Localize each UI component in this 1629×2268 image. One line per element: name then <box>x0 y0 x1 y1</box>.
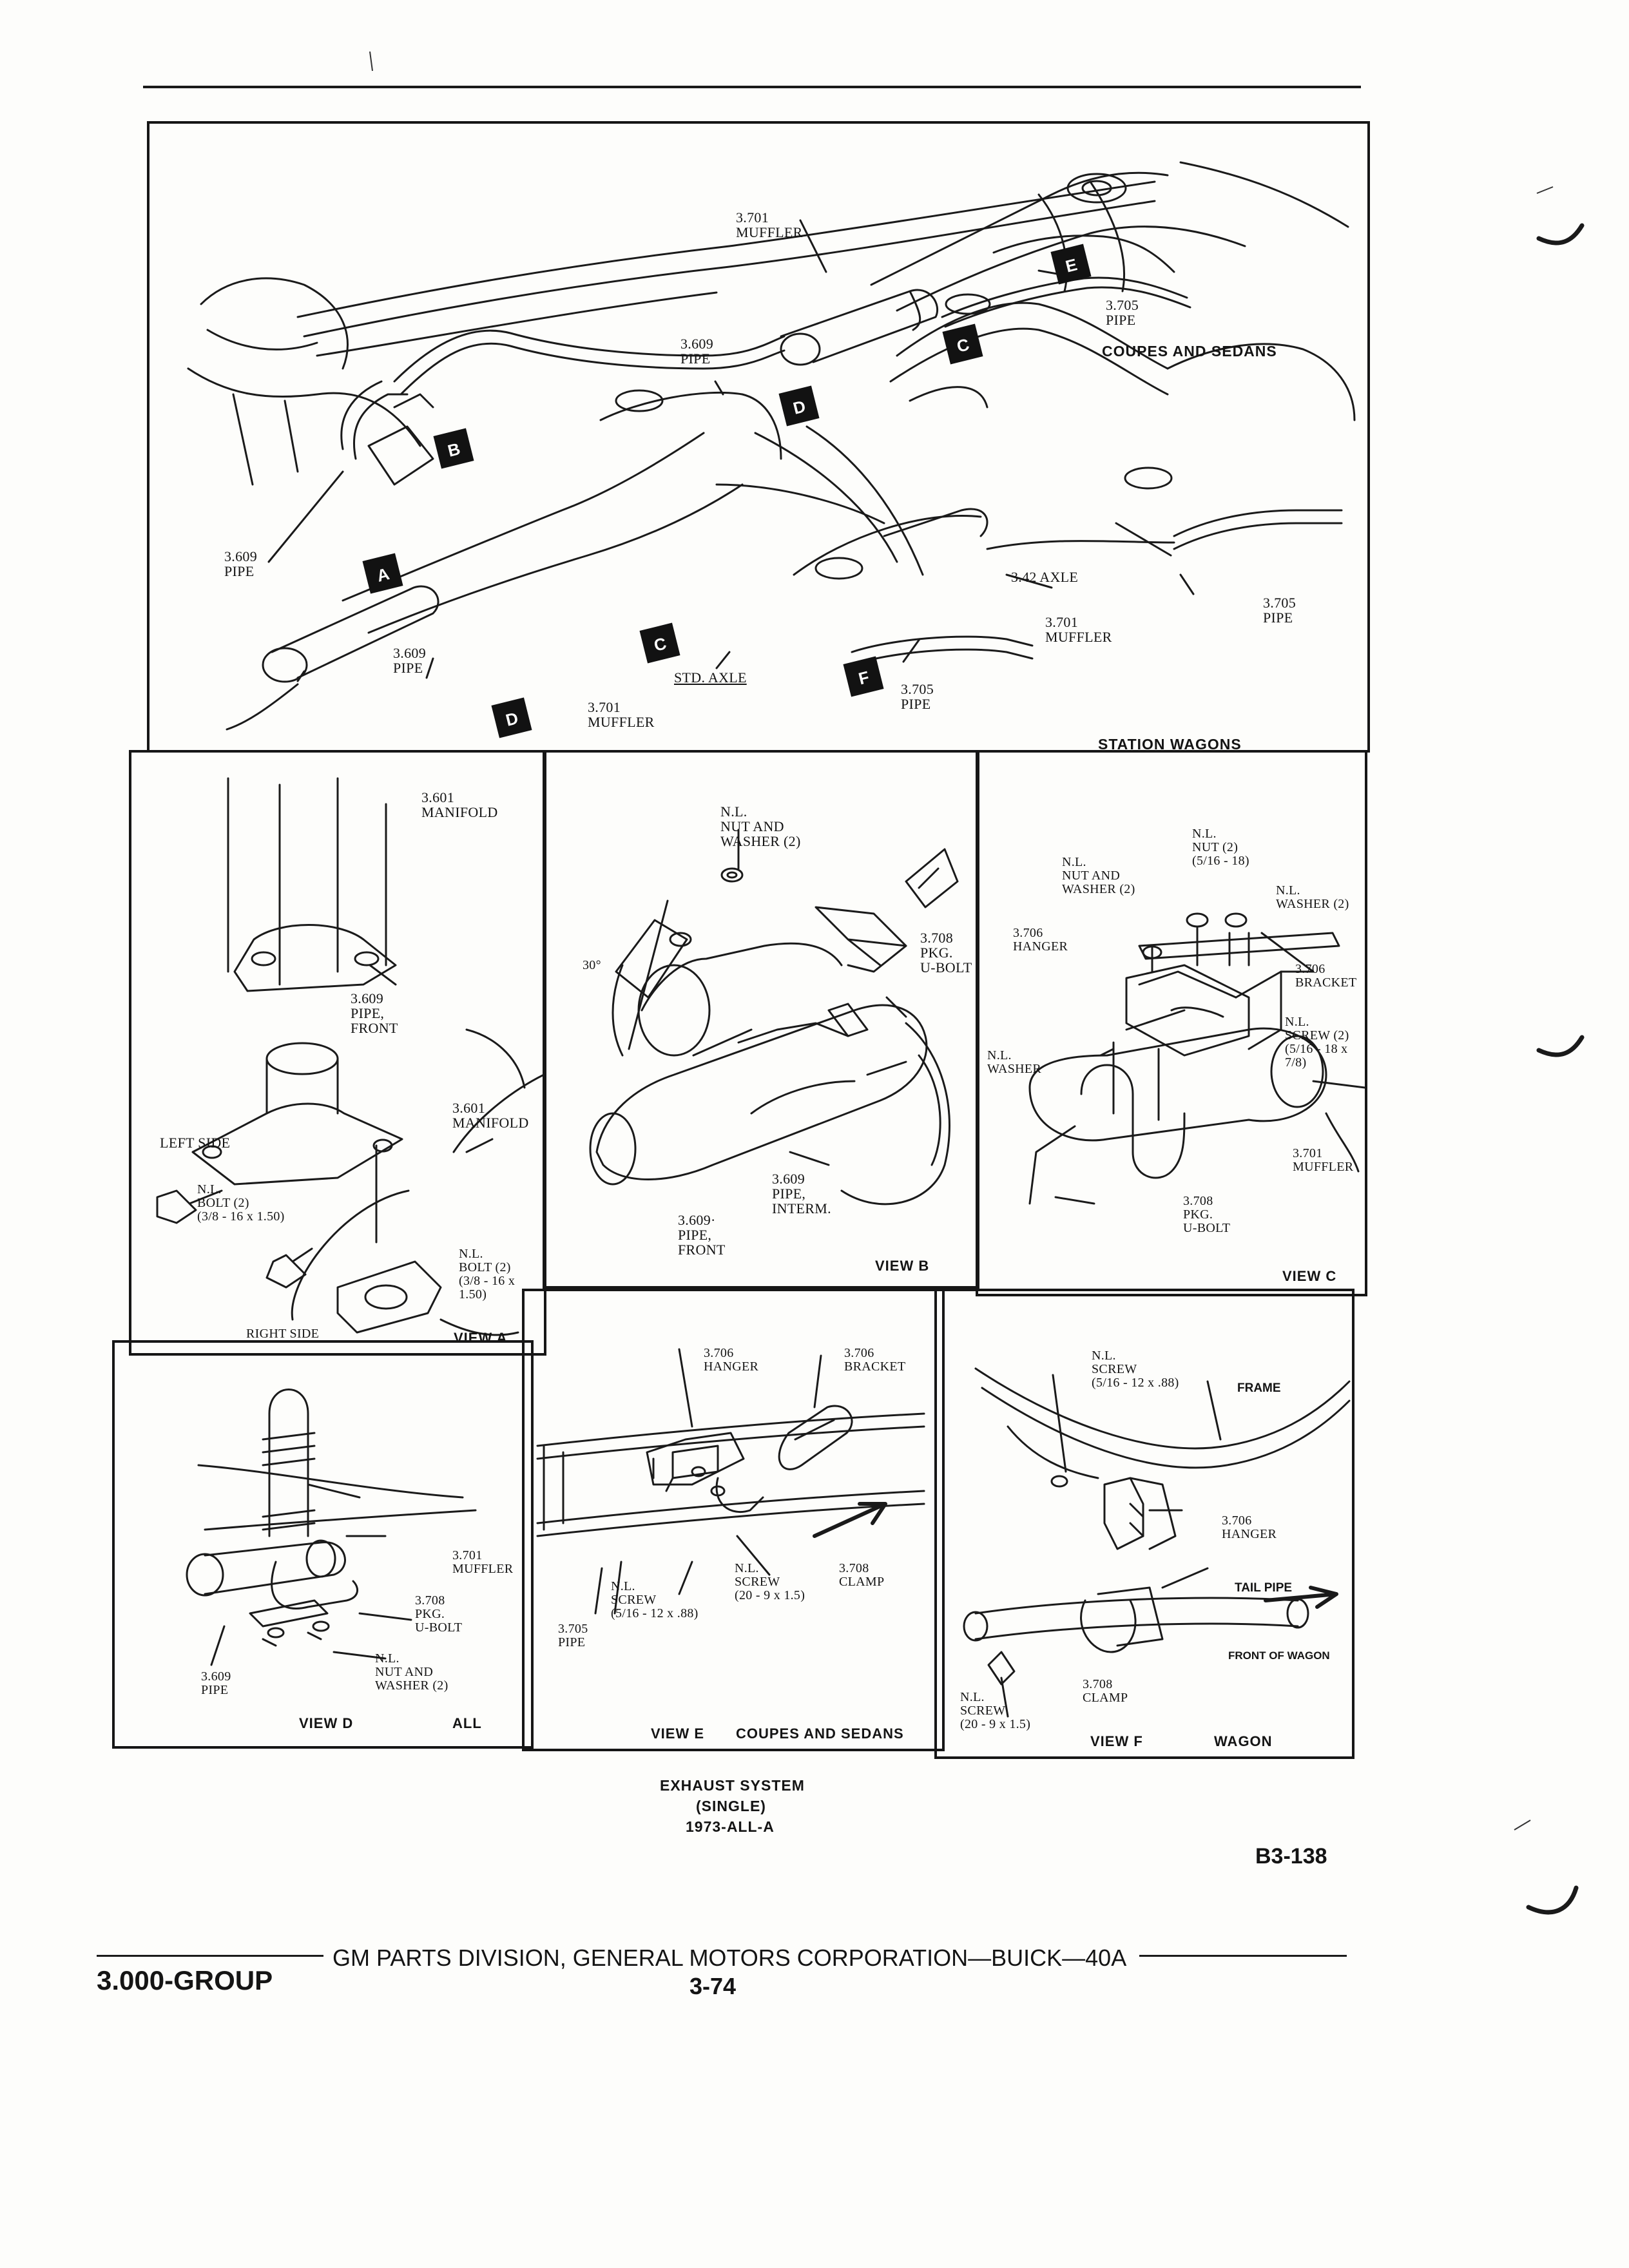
view-f-label-screw-top: N.L. SCREW (5/16 - 12 x .88) <box>1092 1349 1179 1390</box>
view-b-label-nut-washer: N.L. NUT AND WASHER (2) <box>720 803 801 849</box>
view-f-panel: N.L. SCREW (5/16 - 12 x .88) FRAME 3.706… <box>934 1289 1354 1759</box>
view-f-caption-wagon: WAGON <box>1214 1733 1273 1749</box>
view-f-label-front-of-wagon: FRONT OF WAGON <box>1228 1649 1330 1662</box>
view-b-label-ubolt: 3.708 PKG. U-BOLT <box>920 930 972 975</box>
label-muffler-lower: 3.701 MUFFLER <box>588 699 655 730</box>
view-c-label-muffler: 3.701 MUFFLER <box>1293 1146 1354 1174</box>
figure-code: B3-138 <box>1255 1844 1327 1869</box>
view-tag-d: D <box>778 385 820 427</box>
view-tag-c: C <box>639 622 680 664</box>
view-e-label-screw-small: N.L. SCREW (20 - 9 x 1.5) <box>735 1561 805 1602</box>
view-b-panel: N.L. NUT AND WASHER (2) 3.708 PKG. U-BOL… <box>543 750 979 1289</box>
view-c-panel: N.L. NUT (2) (5/16 - 18) N.L. NUT AND WA… <box>976 750 1367 1296</box>
view-e-caption-coupes-and-sedans: COUPES AND SEDANS <box>736 1725 904 1742</box>
view-tag-b: B <box>433 428 474 469</box>
view-d-label-pipe: 3.609 PIPE <box>201 1669 231 1697</box>
figure-title-line3: 1973-ALL-A <box>686 1818 775 1835</box>
footer-group: 3.000-GROUP <box>97 1965 273 1995</box>
view-e-caption: VIEW E <box>651 1725 705 1742</box>
view-d-label-muffler: 3.701 MUFFLER <box>452 1548 514 1576</box>
view-b-label-pipe-interm: 3.609 PIPE, INTERM. <box>772 1171 831 1216</box>
figure-title-line1: EXHAUST SYSTEM <box>660 1777 805 1794</box>
view-e-label-screw-large: N.L. SCREW (5/16 - 12 x .88) <box>611 1579 699 1620</box>
label-pipe-3705-right: 3.705 PIPE <box>1263 595 1296 626</box>
footer-page-number: 3-74 <box>689 1973 737 1999</box>
view-a-panel: 3.601 MANIFOLD 3.609 PIPE, FRONT 3.601 M… <box>129 750 546 1356</box>
view-a-label-manifold-top: 3.601 MANIFOLD <box>421 789 498 820</box>
view-c-label-hanger: 3.706 HANGER <box>1013 926 1068 954</box>
view-d-label-ubolt: 3.708 PKG. U-BOLT <box>415 1593 463 1635</box>
view-a-label-bolt-left: N.L. BOLT (2) (3/8 - 16 x 1.50) <box>197 1182 285 1224</box>
view-a-label-manifold-right: 3.601 MANIFOLD <box>452 1100 529 1131</box>
view-e-label-clamp: 3.708 CLAMP <box>839 1561 885 1589</box>
view-c-label-screw: N.L. SCREW (2) (5/16 - 18 x 7/8) <box>1285 1015 1349 1070</box>
label-pipe-3705-top: 3.705 PIPE <box>1106 297 1139 328</box>
view-a-label-right-side: RIGHT SIDE <box>246 1327 320 1341</box>
view-c-label-nut: N.L. NUT (2) (5/16 - 18) <box>1192 827 1249 868</box>
view-c-label-nut-washer: N.L. NUT AND WASHER (2) <box>1062 855 1135 896</box>
label-std-axle: STD. AXLE <box>674 669 747 686</box>
view-tag-c: C <box>942 323 983 365</box>
view-f-label-screw-bottom: N.L. SCREW (20 - 9 x 1.5) <box>960 1690 1031 1731</box>
view-d-caption: VIEW D <box>299 1715 354 1731</box>
main-diagram-panel: 3.701 MUFFLER 3.705 PIPE COUPES AND SEDA… <box>147 121 1370 753</box>
view-tag-d: D <box>491 697 532 738</box>
view-f-label-frame: FRAME <box>1237 1381 1281 1395</box>
view-a-label-left-side: LEFT SIDE <box>160 1135 231 1151</box>
figure-title-line2: (SINGLE) <box>696 1798 766 1814</box>
view-e-label-bracket: 3.706 BRACKET <box>844 1346 906 1374</box>
view-e-label-pipe: 3.705 PIPE <box>558 1622 588 1649</box>
label-axle-342: 3.42 AXLE <box>1011 569 1079 585</box>
view-tag-a: A <box>362 553 403 594</box>
label-pipe-3609-mid: 3.609 PIPE <box>680 336 713 367</box>
label-pipe-3609-lower: 3.609 PIPE <box>393 645 426 676</box>
footer-division: GM PARTS DIVISION, GENERAL MOTORS CORPOR… <box>333 1945 1127 1971</box>
view-c-label-washer-left: N.L. WASHER <box>987 1048 1042 1076</box>
view-f-label-tail-pipe: TAIL PIPE <box>1235 1581 1293 1595</box>
footer-rule-right <box>1139 1955 1347 1957</box>
label-pipe-3609-left: 3.609 PIPE <box>224 548 257 579</box>
view-c-caption: VIEW C <box>1282 1268 1337 1284</box>
view-e-panel: 3.706 HANGER 3.706 BRACKET N.L. SCREW (2… <box>522 1289 945 1751</box>
view-a-label-pipe-front: 3.609 PIPE, FRONT <box>351 990 398 1036</box>
footer-rule-left <box>97 1955 323 1957</box>
view-f-label-hanger: 3.706 HANGER <box>1222 1514 1277 1541</box>
view-e-label-hanger: 3.706 HANGER <box>704 1346 759 1374</box>
label-coupes-and-sedans: COUPES AND SEDANS <box>1102 343 1277 360</box>
view-c-label-washer-right: N.L. WASHER (2) <box>1276 883 1349 911</box>
view-f-caption: VIEW F <box>1090 1733 1143 1749</box>
view-b-caption: VIEW B <box>875 1258 930 1274</box>
view-f-label-clamp: 3.708 CLAMP <box>1083 1677 1128 1705</box>
view-tag-e: E <box>1050 244 1092 285</box>
view-b-label-pipe-front: 3.609· PIPE, FRONT <box>678 1212 726 1258</box>
view-tag-f: F <box>843 656 884 697</box>
label-pipe-3705-lower: 3.705 PIPE <box>901 681 934 712</box>
label-muffler-right: 3.701 MUFFLER <box>1045 614 1112 645</box>
view-d-illustration <box>115 1343 534 1749</box>
view-b-label-angle: 30° <box>583 958 601 972</box>
view-c-label-bracket: 3.706 BRACKET <box>1295 962 1357 990</box>
view-d-panel: 3.701 MUFFLER 3.708 PKG. U-BOLT 3.609 PI… <box>112 1340 534 1749</box>
view-c-label-ubolt: 3.708 PKG. U-BOLT <box>1183 1194 1231 1235</box>
view-d-label-nut-washer: N.L. NUT AND WASHER (2) <box>375 1651 448 1693</box>
view-a-label-bolt-right: N.L. BOLT (2) (3/8 - 16 x 1.50) <box>459 1247 516 1302</box>
view-d-caption-all: ALL <box>452 1715 482 1731</box>
top-rule <box>143 86 1361 88</box>
label-muffler-top: 3.701 MUFFLER <box>736 209 803 240</box>
